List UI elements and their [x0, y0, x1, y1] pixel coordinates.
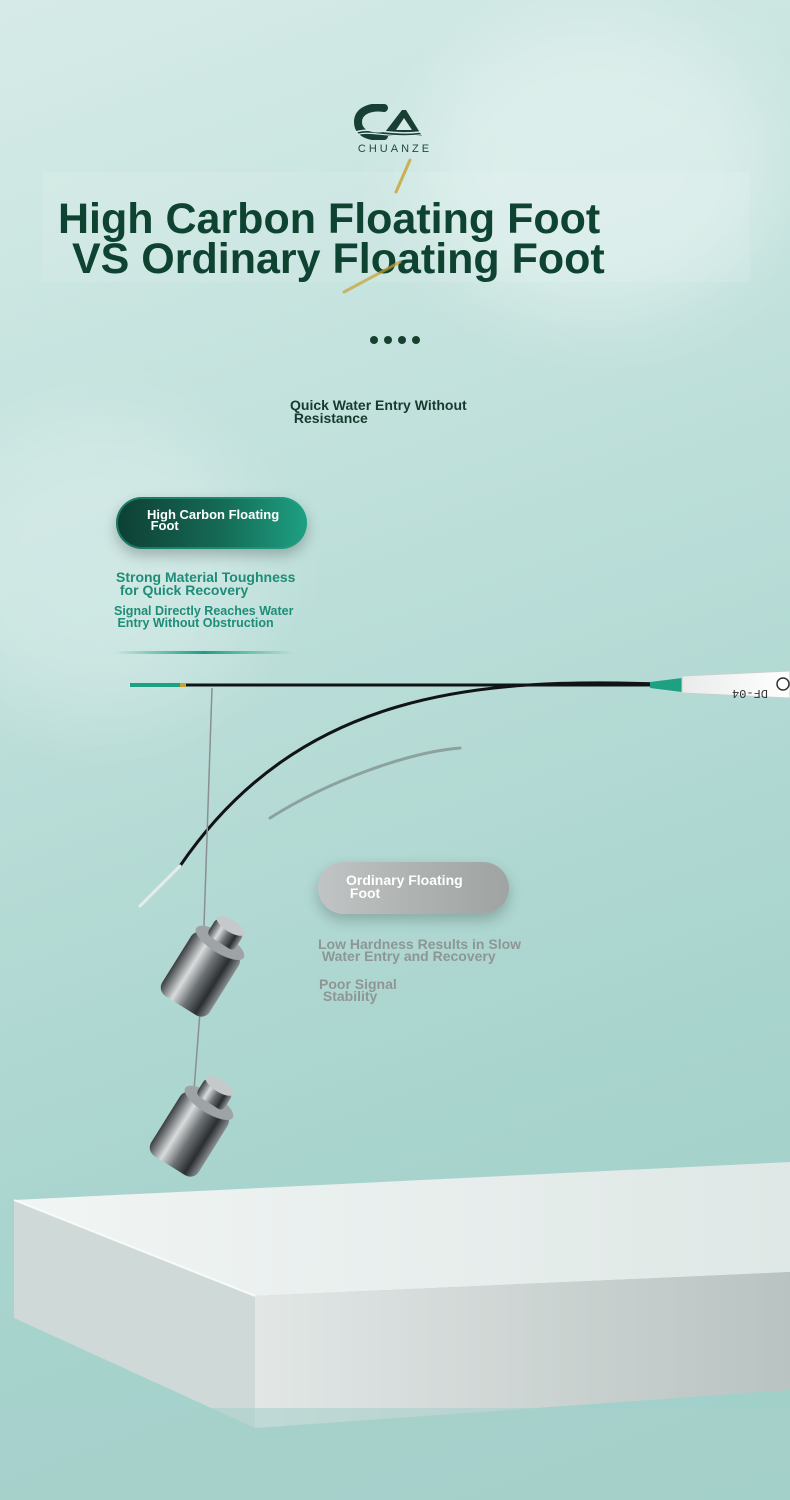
section-dot — [398, 336, 406, 344]
section-dots — [370, 336, 420, 344]
headline-line-1: High Carbon Floating Foot — [58, 195, 601, 243]
fishing-line-1 — [203, 687, 213, 927]
rod-handle — [650, 670, 790, 699]
display-pedestal — [0, 1162, 790, 1500]
rod-model-label: DF-04 — [732, 686, 768, 700]
weight-lower — [149, 1076, 234, 1177]
section-divider — [114, 651, 294, 654]
motion-arc — [268, 746, 462, 820]
high-carbon-point-2: Signal Directly Reaches Water Entry With… — [114, 604, 294, 630]
feature-quick-entry: Quick Water Entry Without Resistance — [290, 397, 467, 426]
ordinary-badge: Ordinary Floating Foot — [318, 862, 509, 914]
high-carbon-point-1: Strong Material Toughness for Quick Reco… — [116, 569, 296, 598]
section-dot — [412, 336, 420, 344]
section-dot — [384, 336, 392, 344]
weight-upper — [160, 916, 245, 1017]
brand-logo: CHUANZE — [352, 103, 438, 155]
headline-line-2: VS Ordinary Floating Foot — [72, 235, 605, 283]
background-glow — [420, 20, 780, 320]
brand-name: CHUANZE — [357, 143, 433, 155]
background-glow — [0, 420, 260, 720]
section-dot — [370, 336, 378, 344]
ordinary-rod — [178, 681, 661, 867]
ordinary-point-1: Low Hardness Results in Slow Water Entry… — [318, 936, 522, 964]
high-carbon-badge: High Carbon Floating Foot — [116, 497, 307, 549]
brand-logo-mark — [353, 103, 435, 141]
ordinary-rod-tip — [138, 864, 182, 908]
ordinary-point-2: Poor Signal Stability — [319, 976, 397, 1004]
